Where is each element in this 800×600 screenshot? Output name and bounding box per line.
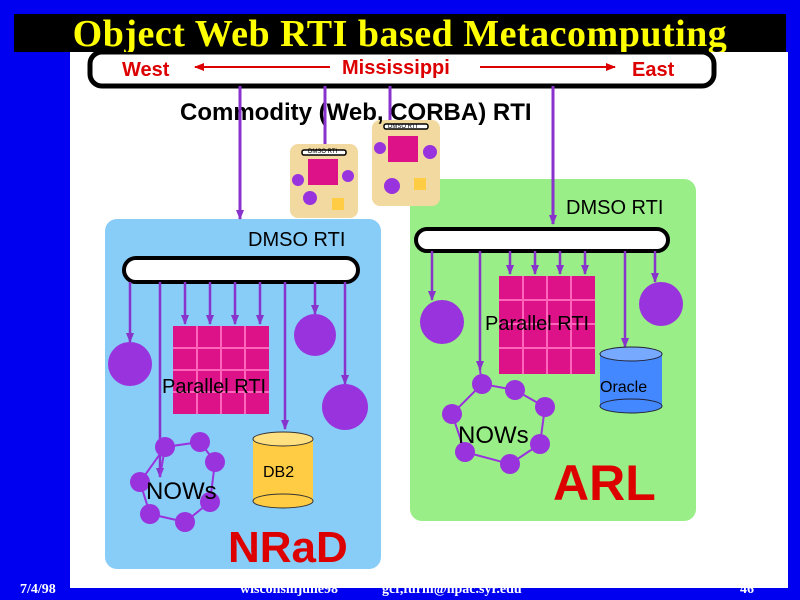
right-oracle-label: Oracle — [600, 379, 647, 396]
right-dmso-rti-label: DMSO RTI — [566, 197, 663, 219]
footer-event: wisconsinjune98 — [240, 582, 339, 597]
left-parallel-grid — [173, 326, 269, 414]
left-nows-label: NOWs — [146, 478, 217, 505]
right-parallel-grid — [499, 276, 595, 374]
left-db2-cylinder — [252, 431, 314, 509]
right-nows-ring — [442, 369, 555, 474]
west-label: West — [122, 59, 170, 81]
right-oracle-cylinder — [599, 346, 663, 414]
top-bus: West Mississippi East — [87, 49, 717, 89]
left-rti-bus — [122, 256, 360, 284]
right-node-2 — [639, 282, 683, 326]
metacomputing-diagram: West Mississippi East DMSO RTI DMSO RTI … — [87, 49, 717, 572]
footer-page-number: 46 — [740, 582, 754, 597]
right-nows-label: NOWs — [458, 422, 529, 449]
nrad-site-name: NRaD — [228, 523, 348, 572]
left-node-3 — [322, 384, 368, 430]
footer-date: 7/4/98 — [20, 582, 56, 597]
right-parallel-rti-label: Parallel RTI — [485, 313, 589, 335]
mississippi-label: Mississippi — [342, 57, 450, 79]
right-rti-bus — [414, 227, 670, 253]
slide-title: Object Web RTI based Metacomputing — [14, 14, 786, 54]
left-db2-label: DB2 — [263, 464, 294, 481]
mini-diagram-thumb-2 — [372, 120, 440, 206]
right-bus-links — [428, 251, 659, 371]
left-node-2 — [294, 314, 336, 356]
left-dmso-rti-label: DMSO RTI — [248, 229, 345, 251]
footer-contact: gcf,furm@npac.syr.edu — [382, 582, 522, 597]
arl-site-name: ARL — [553, 455, 656, 511]
mini-diagram-thumb-1 — [290, 144, 358, 218]
east-label: East — [632, 59, 675, 81]
left-bus-links — [126, 282, 349, 478]
commodity-rti-label: Commodity (Web, CORBA) RTI — [180, 99, 532, 126]
right-node-1 — [420, 300, 464, 344]
left-nows-ring — [130, 432, 225, 532]
thumb-rti-label-2: DMSO RTI — [388, 124, 418, 130]
left-parallel-rti-label: Parallel RTI — [162, 376, 266, 398]
thumb-rti-label-1: DMSO RTI — [308, 149, 338, 155]
left-node-1 — [108, 342, 152, 386]
diagram-panel: West Mississippi East DMSO RTI DMSO RTI … — [70, 49, 788, 588]
top-bus-links — [236, 86, 557, 225]
